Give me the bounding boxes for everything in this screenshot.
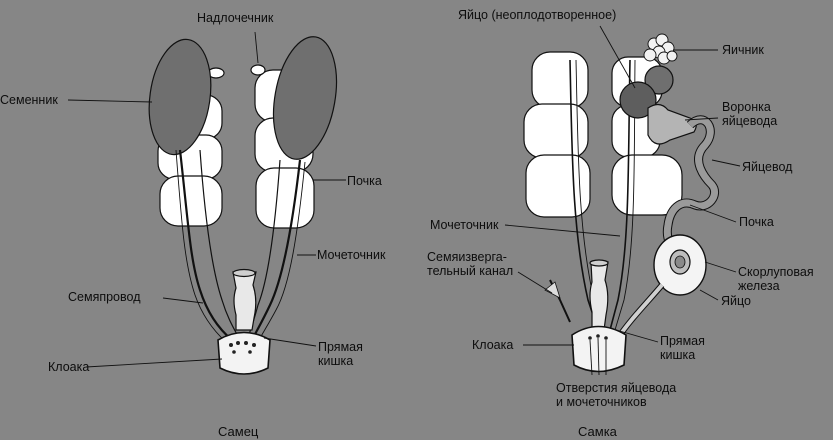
female-rectum bbox=[589, 261, 609, 331]
label-female-egg-unfertilized: Яйцо (неоплодотворенное) bbox=[458, 8, 617, 22]
female-leader-lines bbox=[504, 25, 741, 346]
male-rectum-top bbox=[232, 268, 256, 278]
label-female-oviduct: Яйцевод bbox=[742, 160, 793, 174]
label-female-shell-gland-line2: железа bbox=[738, 279, 780, 293]
male-testis-left bbox=[148, 38, 212, 156]
label-female-ureter: Мочеточник bbox=[430, 218, 499, 232]
label-male-ureter: Мочеточник bbox=[317, 248, 386, 262]
female-cloaca-openings bbox=[588, 334, 608, 340]
label-male-rectum: Прямая кишка bbox=[318, 340, 363, 368]
label-female-openings: Отверстия яйцевода и мочеточников bbox=[556, 381, 676, 409]
female-funnel bbox=[647, 103, 697, 145]
label-female-cloaca: Клоака bbox=[472, 338, 514, 352]
label-female-rectum: Прямая кишка bbox=[660, 334, 705, 362]
label-male-kidney: Почка bbox=[347, 174, 382, 188]
male-ducts bbox=[175, 149, 306, 343]
caption-female: Самка bbox=[578, 424, 617, 439]
label-female-rectum-line1: Прямая bbox=[660, 334, 705, 348]
label-female-funnel-line1: Воронка bbox=[722, 100, 771, 114]
label-male-cloaca: Клоака bbox=[48, 360, 90, 374]
label-female-shell-gland-line1: Скорлуповая bbox=[738, 265, 814, 279]
label-male-vas-deferens: Семяпровод bbox=[68, 290, 141, 304]
label-female-ovary: Яичник bbox=[722, 43, 764, 57]
male-cloaca bbox=[217, 331, 271, 375]
male-adrenal-right bbox=[250, 64, 266, 76]
label-male-adrenal: Надлочечник bbox=[197, 11, 274, 25]
label-female-rectum-line2: кишка bbox=[660, 348, 696, 362]
label-male-testis: Семенник bbox=[0, 93, 58, 107]
label-female-openings-line2: и мочеточников bbox=[556, 395, 647, 409]
male-leader-lines bbox=[67, 31, 346, 368]
label-male-rectum-line2: кишка bbox=[318, 354, 354, 368]
label-male-rectum-line1: Прямая bbox=[318, 340, 363, 354]
label-female-ejac-line2: тельный канал bbox=[427, 264, 514, 278]
label-female-ejac-line1: Семяизверга- bbox=[427, 250, 507, 264]
female-diagram bbox=[504, 25, 741, 376]
label-female-openings-line1: Отверстия яйцевода bbox=[556, 381, 677, 395]
caption-male: Самец bbox=[218, 424, 259, 439]
label-female-shell-gland: Скорлуповая железа bbox=[738, 265, 814, 293]
female-cloaca bbox=[571, 325, 627, 373]
label-female-kidney: Почка bbox=[739, 215, 774, 229]
male-cloaca-openings bbox=[229, 341, 256, 354]
label-female-ejaculatory-duct: Семяизверга- тельный канал bbox=[427, 250, 513, 278]
female-ovary bbox=[643, 33, 678, 65]
female-egg-unfertilized bbox=[619, 81, 657, 119]
male-rectum bbox=[232, 271, 257, 331]
label-female-egg: Яйцо bbox=[721, 294, 751, 308]
label-female-funnel-line2: яйцевода bbox=[722, 114, 778, 128]
label-female-funnel: Воронка яйцевода bbox=[722, 100, 777, 128]
male-testis-right bbox=[272, 36, 338, 160]
female-ovary-body bbox=[644, 65, 674, 95]
male-diagram bbox=[67, 31, 346, 375]
